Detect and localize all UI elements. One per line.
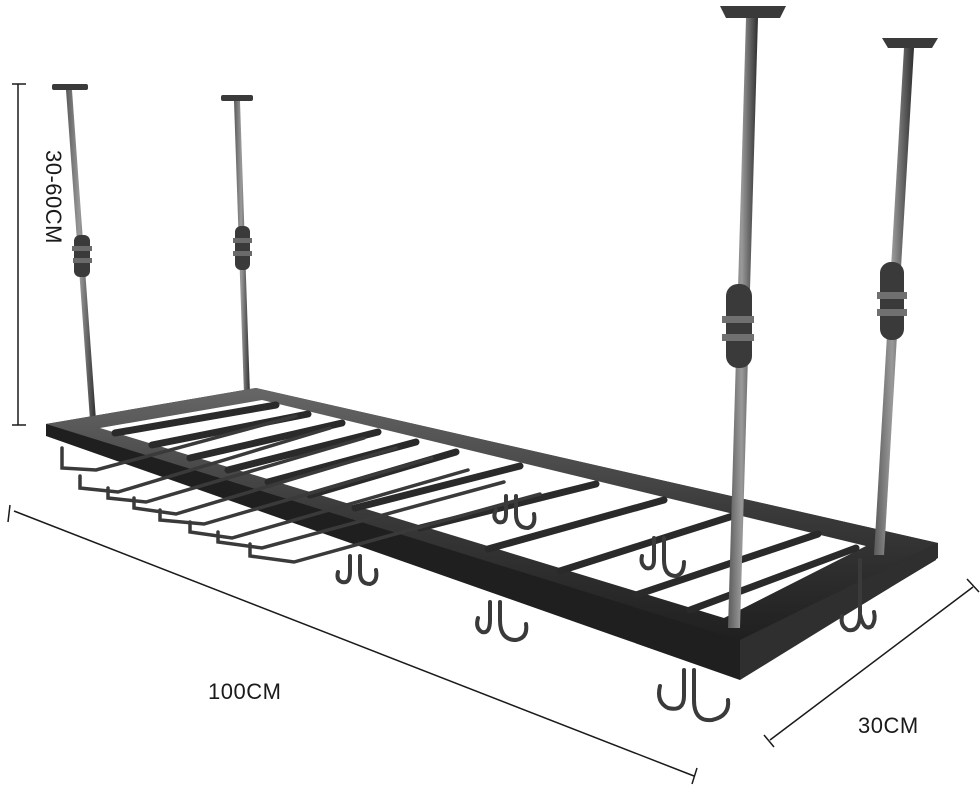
glass-holder-rails [60, 414, 542, 564]
depth-dimension-line [763, 578, 980, 748]
front-ceiling-rods [720, 6, 938, 628]
height-dimension-label: 30-60CM [41, 150, 66, 244]
length-dimension-label: 100CM [208, 679, 282, 704]
back-ceiling-rods [52, 84, 253, 420]
hanging-hooks [335, 494, 877, 723]
rack-frame [46, 388, 938, 680]
height-dimension-line [12, 83, 26, 426]
depth-dimension-label: 30CM [858, 713, 919, 738]
length-dimension-line [7, 504, 698, 785]
